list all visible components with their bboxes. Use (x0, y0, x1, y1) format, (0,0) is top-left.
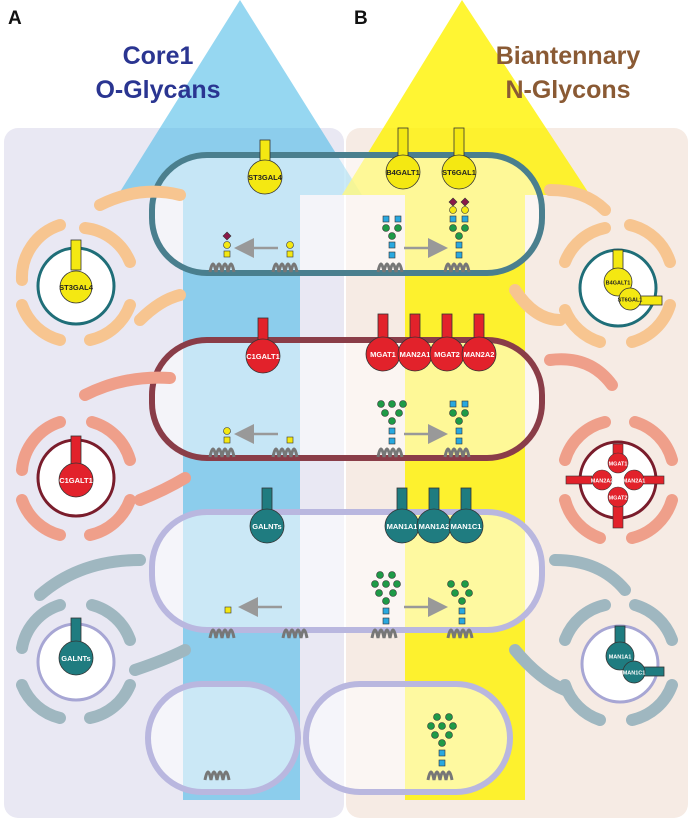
enzyme-mgat1: MGAT1 (365, 313, 401, 372)
enzyme-label: ST3GAL4 (59, 283, 94, 292)
cycle-arrows-left-trans (15, 185, 186, 346)
enzyme-label: MAN2A1 (623, 478, 646, 484)
cycle-arrows-right-cis (509, 554, 678, 726)
vesicle-enzyme-st3gal4: ST3GAL4 (59, 239, 94, 304)
panel-b-title-line2: N-Glycons (505, 76, 630, 104)
vesicle-enzyme-man1c1: MAN1C1 (622, 660, 665, 684)
enzyme-label: MAN1A2 (419, 522, 450, 531)
enzyme-label: C1GALT1 (246, 352, 280, 361)
enzyme-man1a1: MAN1A1 (384, 487, 420, 544)
enzyme-man2a2: MAN2A2 (461, 313, 497, 372)
enzyme-label: MAN2A2 (464, 350, 495, 359)
enzyme-label: MGAT2 (609, 495, 628, 501)
er-compartment-right (303, 681, 513, 795)
processing-arrows (234, 238, 448, 617)
enzyme-mgat2: MGAT2 (429, 313, 465, 372)
vesicle-enzyme-st6gal1: ST6GAL1 (618, 287, 663, 311)
peptide-squiggles (203, 262, 474, 781)
enzyme-label: ST3GAL4 (248, 173, 283, 182)
enzyme-label: MAN1A1 (387, 522, 418, 531)
cycle-arrows-right-medial (544, 353, 678, 544)
cis-golgi-cisterna (149, 509, 545, 633)
enzyme-st3gal4: ST3GAL4 (247, 139, 283, 195)
vesicle-enzyme-galnts: GALNTs (58, 617, 94, 676)
enzyme-label: MAN1C1 (623, 670, 646, 676)
cycle-arrows-right-trans (509, 184, 676, 348)
enzyme-label: GALNTs (252, 522, 281, 531)
enzyme-label: MAN2A1 (400, 350, 431, 359)
enzyme-label: GALNTs (61, 654, 90, 663)
panel-b-title-line1: Biantennary (496, 42, 641, 70)
panel-b-letter: B (354, 8, 368, 29)
enzyme-label: C1GALT1 (59, 476, 93, 485)
enzyme-label: MGAT1 (370, 350, 396, 359)
enzyme-st6gal1: ST6GAL1 (441, 127, 477, 190)
enzyme-man1c1: MAN1C1 (448, 487, 484, 544)
panel-a-title-line2: O-Glycans (95, 76, 220, 104)
vesicle-enzyme-man1a1: MAN1A1 (605, 625, 635, 671)
enzyme-label: ST6GAL1 (618, 297, 643, 303)
cycle-arrows-left-medial (16, 371, 191, 541)
cycle-arrows-left-cis (16, 554, 191, 724)
enzyme-label: MGAT1 (609, 461, 628, 467)
er-compartment-left (145, 681, 301, 795)
enzyme-label: MGAT2 (434, 350, 460, 359)
enzyme-label: B4GALT1 (606, 280, 631, 286)
vesicle-enzyme-c1galt1: C1GALT1 (58, 435, 94, 498)
enzyme-label: MAN2A2 (591, 478, 614, 484)
enzyme-galnts: GALNTs (249, 487, 285, 544)
trans-golgi-cisterna (149, 152, 545, 276)
enzyme-label: ST6GAL1 (442, 168, 476, 177)
enzyme-b4galt1: B4GALT1 (385, 127, 421, 190)
vesicle-enzymes-right-medial: MGAT1 MAN2A1 MGAT2 MAN2A2 (565, 443, 665, 529)
panel-a-title-line1: Core1 (123, 42, 194, 70)
enzyme-label: MAN1A1 (609, 654, 632, 660)
enzyme-label: MAN1C1 (451, 522, 482, 531)
glycan-structures (222, 197, 473, 767)
panel-a-letter: A (8, 8, 22, 29)
enzyme-c1galt1: C1GALT1 (245, 317, 281, 374)
enzyme-man1a2: MAN1A2 (416, 487, 452, 544)
enzyme-label: B4GALT1 (386, 168, 420, 177)
